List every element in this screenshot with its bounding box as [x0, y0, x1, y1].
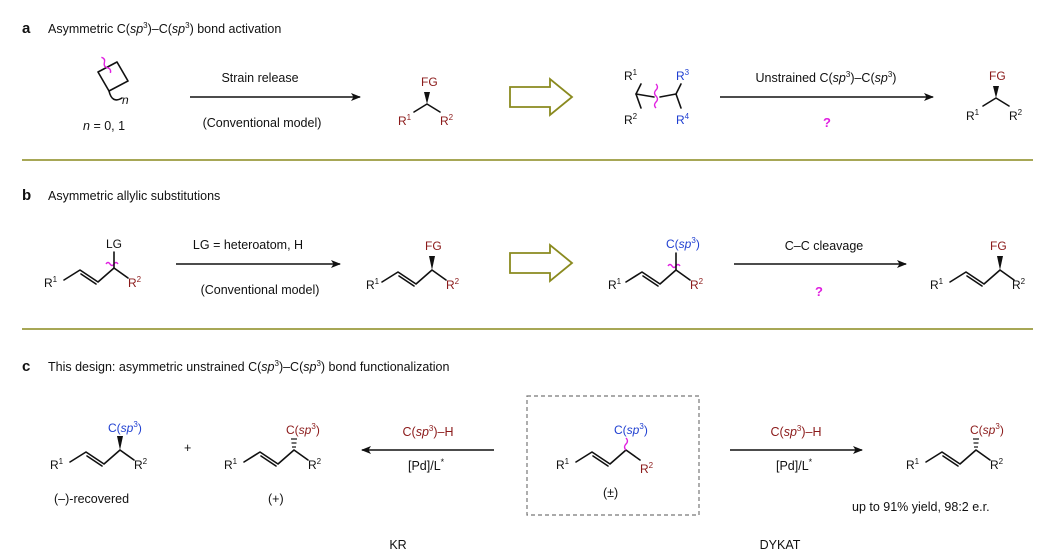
panel-a-title: Asymmetric C(sp3)–C(sp3) bond activation — [48, 21, 281, 36]
svg-text:C–C cleavage: C–C cleavage — [785, 239, 864, 253]
svg-text:R2: R2 — [1012, 277, 1026, 292]
svg-text:R1: R1 — [44, 275, 58, 290]
svg-text:R4: R4 — [676, 112, 690, 127]
panel-b-title: Asymmetric allylic substitutions — [48, 189, 220, 203]
svg-text:R2: R2 — [624, 112, 638, 127]
design-hollow-arrow-b — [509, 243, 574, 283]
panel-b-letter: b — [22, 187, 31, 204]
svg-text:(Conventional model): (Conventional model) — [203, 116, 322, 130]
svg-text:[Pd]/L*: [Pd]/L* — [408, 457, 445, 473]
panel-c-title: This design: asymmetric unstrained C(sp3… — [48, 359, 450, 374]
svg-text:R2: R2 — [1009, 108, 1023, 123]
svg-text:(Conventional model): (Conventional model) — [201, 283, 320, 297]
allylic-fg-product-b1: FG R1 R2 — [366, 239, 460, 292]
svg-text:[Pd]/L*: [Pd]/L* — [776, 457, 813, 473]
svg-text:FG: FG — [989, 69, 1006, 83]
svg-text:up to 91% yield, 98:2 e.r.: up to 91% yield, 98:2 e.r. — [852, 500, 990, 514]
panel-b: b Asymmetric allylic substitutions LG R1… — [22, 187, 1026, 299]
svg-text:R1: R1 — [366, 277, 380, 292]
svg-text:R1: R1 — [556, 457, 570, 472]
svg-text:C(sp3): C(sp3) — [666, 236, 700, 251]
design-hollow-arrow — [509, 77, 574, 117]
recovered-enantiomer-structure: C(sp3) R1 R2 (–)-recovered — [50, 420, 148, 506]
svg-text:Strain release: Strain release — [221, 71, 298, 85]
panel-a-letter: a — [22, 20, 31, 37]
svg-text:R1: R1 — [608, 277, 622, 292]
svg-text:LG = heteroatom, H: LG = heteroatom, H — [193, 238, 303, 252]
svg-text:Unstrained C(sp3)–C(sp3): Unstrained C(sp3)–C(sp3) — [756, 70, 897, 85]
svg-text:R1: R1 — [224, 457, 238, 472]
svg-text:C(sp3): C(sp3) — [970, 422, 1004, 437]
product-a2-structure: FG R1 R2 — [966, 69, 1023, 123]
svg-text:FG: FG — [990, 239, 1007, 253]
svg-text:C(sp3): C(sp3) — [286, 422, 320, 437]
allylic-lg-structure: LG R1 R2 — [44, 237, 142, 290]
svg-text:R1: R1 — [398, 113, 412, 128]
panel-c-letter: c — [22, 358, 30, 375]
svg-text:R1: R1 — [50, 457, 64, 472]
svg-text:R2: R2 — [690, 277, 704, 292]
racemate-dashed-box — [526, 395, 700, 516]
plus-sign: + — [184, 441, 191, 455]
kr-label: KR — [389, 538, 406, 552]
product-a1-structure: FG R1 R2 — [398, 75, 454, 128]
svg-text:n = 0, 1: n = 0, 1 — [83, 119, 125, 133]
svg-text:R2: R2 — [640, 461, 654, 476]
svg-text:R2: R2 — [308, 457, 322, 472]
svg-text:R2: R2 — [128, 275, 142, 290]
svg-text:(–)-recovered: (–)-recovered — [54, 492, 129, 506]
svg-text:C(sp3): C(sp3) — [614, 422, 648, 437]
svg-text:R2: R2 — [446, 277, 460, 292]
svg-text:R2: R2 — [440, 113, 454, 128]
svg-text:C(sp3)–H: C(sp3)–H — [402, 424, 453, 439]
svg-text:R2: R2 — [990, 457, 1004, 472]
dykat-product-structure: C(sp3) R1 R2 up to 91% yield, 98:2 e.r. — [852, 422, 1004, 514]
panel-c: c This design: asymmetric unstrained C(s… — [22, 358, 1004, 552]
svg-text:R1: R1 — [966, 108, 980, 123]
dykat-label: DYKAT — [760, 538, 801, 552]
svg-text:R1: R1 — [930, 277, 944, 292]
svg-text:(+): (+) — [268, 492, 284, 506]
allylic-csp3-structure: C(sp3) R1 R2 — [608, 236, 704, 292]
svg-text:FG: FG — [425, 239, 442, 253]
strained-ring-structure: n n = 0, 1 — [83, 56, 129, 133]
allylic-fg-product-b2: FG R1 R2 — [930, 239, 1026, 292]
panel-a: a Asymmetric C(sp3)–C(sp3) bond activati… — [22, 20, 1023, 133]
svg-text:(±): (±) — [603, 486, 618, 500]
panel-b-question-mark: ? — [815, 284, 823, 299]
svg-text:C(sp3): C(sp3) — [108, 420, 142, 435]
svg-text:R2: R2 — [134, 457, 148, 472]
svg-text:C(sp3)–H: C(sp3)–H — [770, 424, 821, 439]
svg-text:LG: LG — [106, 237, 122, 251]
svg-text:R3: R3 — [676, 68, 690, 83]
svg-text:R1: R1 — [906, 457, 920, 472]
svg-text:n: n — [122, 93, 129, 107]
plus-enantiomer-structure: C(sp3) R1 R2 (+) — [224, 422, 322, 506]
racemic-substrate-structure: C(sp3) R1 R2 (±) — [556, 422, 654, 500]
panel-a-question-mark: ? — [823, 115, 831, 130]
svg-text:FG: FG — [421, 75, 438, 89]
svg-text:R1: R1 — [624, 68, 638, 83]
unstrained-cc-structure: R1 R2 R3 R4 — [624, 68, 690, 127]
